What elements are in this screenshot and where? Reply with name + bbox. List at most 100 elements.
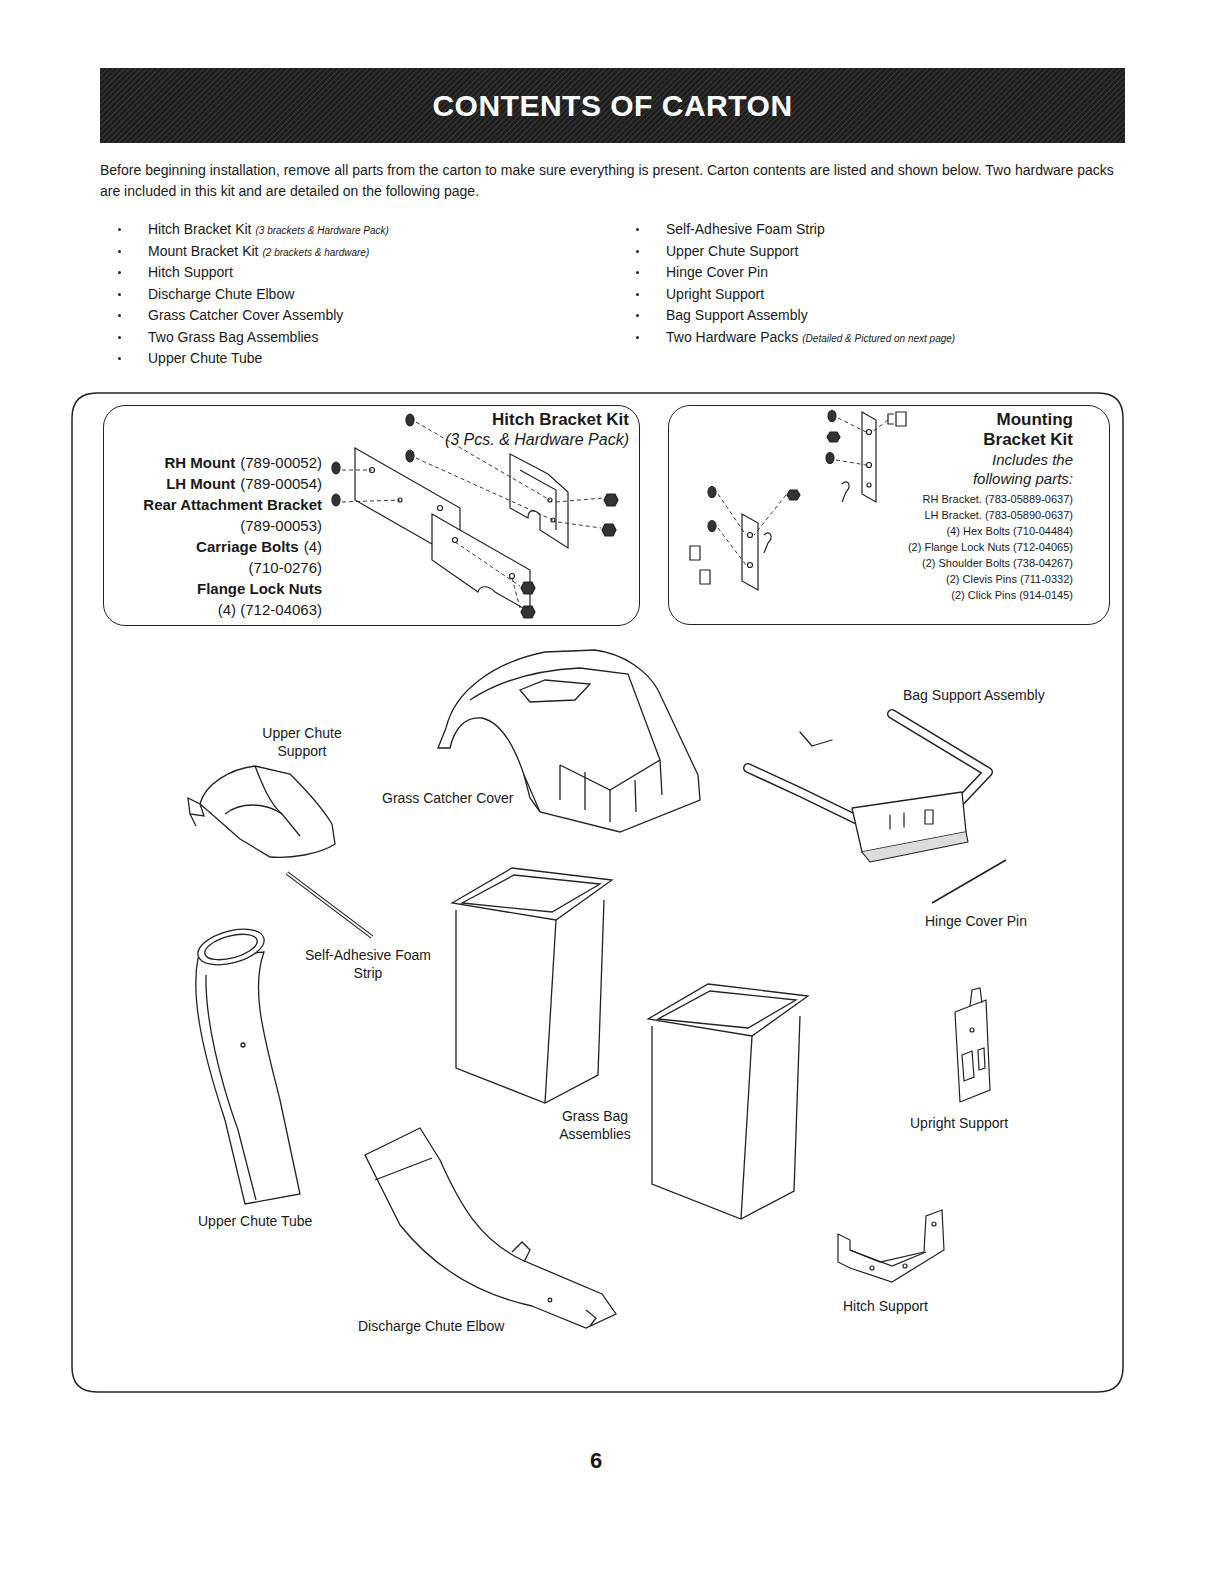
illustration-part (510, 454, 568, 548)
part-entry: (2) Clevis Pins (711-0332) (946, 573, 1073, 585)
part-number: (789-00052) (240, 454, 322, 471)
bullet-row: Two Hardware Packs(Detailed & Pictured o… (636, 327, 955, 348)
illustration-part (520, 680, 590, 702)
illustration-part (862, 412, 876, 502)
illustration-part (836, 460, 866, 465)
illustration-part (604, 494, 618, 506)
illustration-part (718, 418, 888, 565)
bullet-dot (636, 271, 639, 274)
illustration-part (194, 923, 268, 972)
mounting-bracket-drawing (690, 411, 906, 591)
bullet-dot (636, 314, 639, 317)
part-entry: (2) Shoulder Bolts (738-04267) (922, 557, 1073, 569)
page-number: 6 (590, 1452, 602, 1470)
list-note: (2 brackets & hardware) (263, 247, 370, 258)
list-item: Upright Support (666, 286, 764, 302)
bullet-dot (118, 357, 121, 360)
illustration-part (648, 984, 808, 1219)
list-note: (Detailed & Pictured on next page) (802, 333, 955, 344)
intro-paragraph: Before beginning installation, remove al… (100, 160, 1130, 202)
page-title: CONTENTS OF CARTON (432, 89, 792, 123)
discharge-chute-elbow-drawing (365, 1128, 616, 1328)
part-line: (2) Click Pins (914-0145) (873, 587, 1073, 603)
part-line: Carriage Bolts (4) (106, 536, 322, 557)
illustration-part (718, 494, 746, 535)
illustration-part (521, 582, 535, 594)
illustration-part (888, 414, 894, 424)
illustration-part (764, 533, 771, 553)
illustration-part (206, 975, 256, 1200)
part-label-box: Hinge Cover Pin (925, 912, 1027, 930)
part-name: Carriage Bolts (196, 538, 299, 555)
part-number: (4) (304, 538, 322, 555)
illustration-part (970, 988, 982, 1006)
part-label: Upper Chute Support (262, 725, 341, 759)
bullet-dot (118, 250, 121, 253)
illustration-part (932, 860, 1006, 903)
hitch-support-drawing (838, 1210, 944, 1282)
illustration-part (862, 832, 968, 862)
list-item: Mount Bracket Kit (148, 243, 259, 259)
illustration-part (870, 1266, 874, 1270)
illustration-part (748, 563, 753, 568)
list-item: Hitch Support (148, 264, 233, 280)
illustration-part (970, 1028, 974, 1032)
illustration-part (416, 458, 553, 520)
part-label: Self-Adhesive Foam Strip (305, 947, 431, 981)
part-line: (4) Hex Bolts (710-04484) (873, 523, 1073, 539)
list-note: (3 brackets & Hardware Pack) (255, 225, 388, 236)
part-line: LH Bracket. (783-05890-0637) (873, 507, 1073, 523)
part-number: (789-00053) (240, 517, 322, 534)
illustration-part (932, 1222, 936, 1226)
heading-line: Hitch Bracket Kit (445, 410, 629, 430)
panel-column: Mounting Bracket KitIncludes the followi… (873, 410, 1073, 603)
part-line: (2) Flange Lock Nuts (712-04065) (873, 539, 1073, 555)
illustration-part (406, 414, 414, 426)
part-entry: (4) Hex Bolts (710-04484) (946, 525, 1073, 537)
bullet-row: Upper Chute Support (636, 241, 798, 262)
illustration-part (453, 538, 458, 543)
illustration-part (287, 873, 372, 937)
illustration-part (556, 498, 603, 502)
illustration-part (700, 570, 710, 584)
part-label-box: Upper Chute Tube (198, 1212, 312, 1230)
outer-frame (72, 393, 1123, 1392)
part-name: LH Mount (166, 475, 235, 492)
upper-chute-tube-drawing (194, 923, 300, 1204)
illustration-part (438, 506, 443, 511)
page-number: 6 (590, 1448, 602, 1473)
illustration-part (872, 420, 888, 432)
list-item: Bag Support Assembly (666, 307, 808, 323)
illustration-part (867, 430, 872, 435)
part-label-box: Hitch Support (843, 1297, 928, 1315)
panel-title: Hitch Bracket Kit (492, 410, 629, 429)
bullet-dot (636, 228, 639, 231)
illustration-part (202, 929, 260, 964)
foam-strip-and-pin-drawing (287, 860, 1006, 937)
part-line: (2) Shoulder Bolts (738-04267) (873, 555, 1073, 571)
illustration-part (896, 412, 906, 426)
part-line: Flange Lock Nuts (106, 578, 322, 599)
illustration-part (375, 1158, 432, 1180)
part-line: (789-00053) (106, 515, 322, 536)
part-line: LH Mount (789-00054) (106, 473, 322, 494)
part-line: (4) (712-04063) (106, 599, 322, 620)
illustration-part (586, 1310, 596, 1326)
part-number: (789-00054) (240, 475, 322, 492)
illustration-part (470, 668, 660, 790)
part-label: Grass Bag Assemblies (559, 1108, 631, 1142)
illustration-part (332, 494, 340, 506)
illustration-part (456, 900, 604, 1103)
part-label-box: Grass Bag Assemblies (553, 1107, 637, 1143)
illustration-part (708, 411, 840, 532)
intro-text: Before beginning installation, remove al… (100, 162, 1114, 199)
part-label: Grass Catcher Cover (382, 790, 513, 806)
illustration-part (512, 1242, 530, 1262)
illustration-part (455, 542, 520, 586)
illustration-part (838, 1210, 944, 1282)
panel-subtitle: Includes the following parts: (973, 451, 1073, 487)
bullet-dot (118, 228, 121, 231)
illustration-part (462, 875, 600, 912)
